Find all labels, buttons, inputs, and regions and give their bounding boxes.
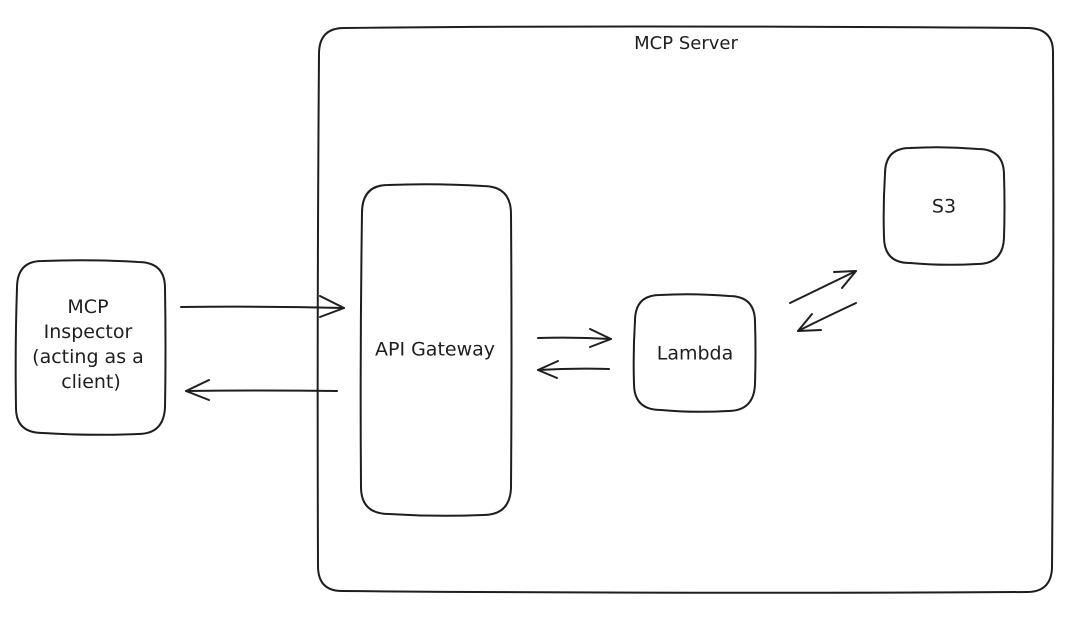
arrow-lambda-to-gateway [537,360,610,379]
mcp-server-label: MCP Server [634,33,738,54]
s3-label: S3 [932,196,956,218]
arrow-shaft [797,302,857,332]
arrow-head [537,360,559,379]
arrow-shaft [537,336,612,340]
arrow-shaft [185,389,338,392]
lambda-box [632,293,757,413]
arrow-lambda-to-s3 [789,270,857,304]
mcp-inspector-line-4: client) [61,371,121,393]
arrow-shaft [180,305,345,309]
s3-box [882,146,1006,266]
mcp-inspector-node: MCP Inspector (acting as a client) [14,259,167,436]
mcp-inspector-line-2: Inspector [44,321,133,343]
s3-node: S3 [882,146,1006,266]
mcp-inspector-box [14,259,167,436]
arrow-head [185,379,210,401]
arrow-shaft [789,270,857,304]
arrow-gateway-to-inspector [185,379,338,401]
arrow-head [589,328,612,348]
api-gateway-node: API Gateway [359,183,513,517]
mcp-server-border [316,25,1055,594]
arrow-s3-to-lambda [797,302,857,332]
arrow-head [319,295,345,318]
api-gateway-label: API Gateway [375,339,495,361]
arrow-gateway-to-lambda [537,328,612,348]
arrow-inspector-to-gateway [180,295,345,318]
api-gateway-box [359,183,513,517]
arrow-head [797,313,822,332]
lambda-node: Lambda [632,293,757,413]
mcp-inspector-line-3: (acting as a [32,346,144,368]
mcp-inspector-label: MCP Inspector (acting as a client) [32,296,150,393]
mcp-server-container: MCP Server [316,25,1055,594]
mcp-inspector-line-1: MCP [67,296,108,318]
lambda-label: Lambda [657,343,734,365]
arrow-head [833,270,857,289]
arrow-shaft [537,367,610,371]
